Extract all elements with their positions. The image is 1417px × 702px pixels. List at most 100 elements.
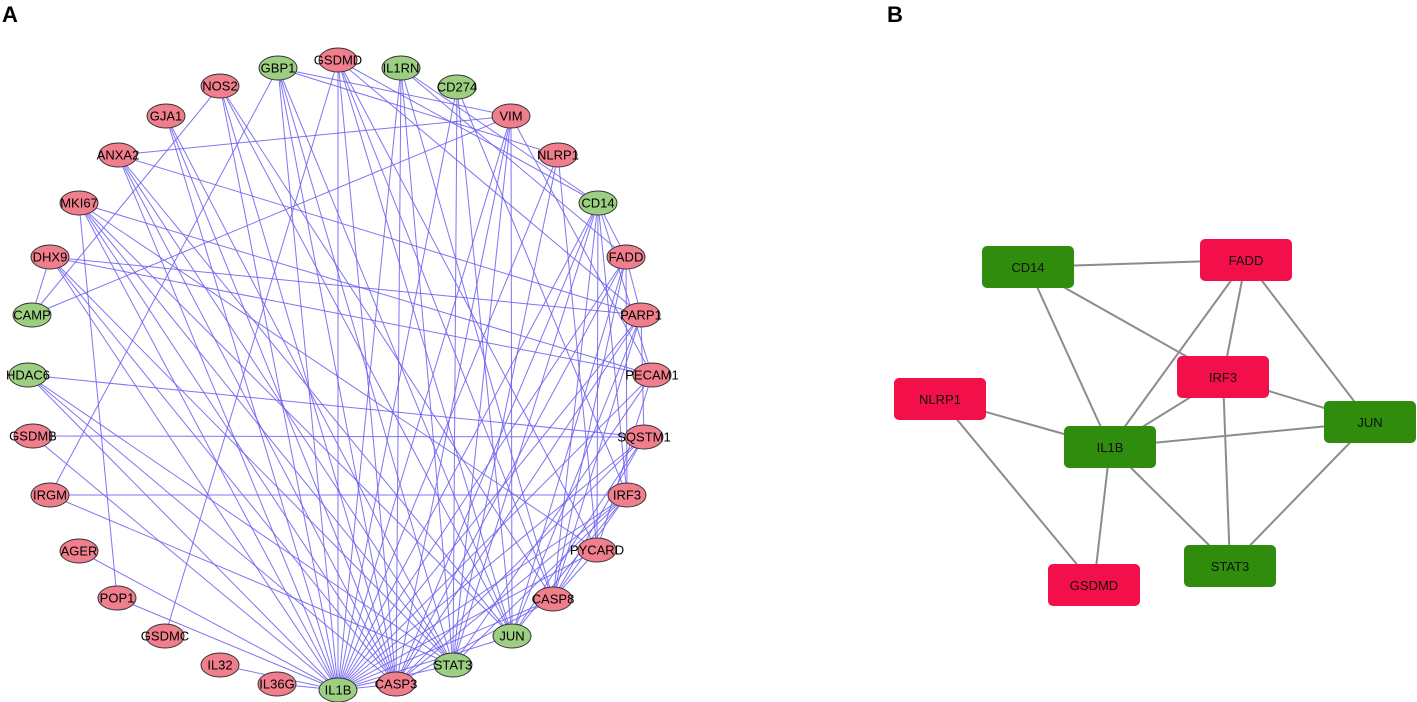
node-il32-label: IL32 (207, 658, 232, 673)
edge-vim-anxa2 (117, 115, 512, 156)
node-il36g: IL36G (257, 671, 297, 697)
node-gbp1-shape (258, 55, 298, 81)
edge-nlrp1-gbp1 (277, 67, 559, 156)
node-il1b-label: IL1B (325, 683, 352, 698)
node-cd14-label: CD14 (1011, 260, 1044, 275)
node-fadd-label: FADD (609, 250, 644, 265)
node-pycard-label: PYCARD (570, 543, 624, 558)
edge-jun-irf3 (511, 494, 628, 637)
edge-il1b-gsdmd (1093, 446, 1111, 586)
node-jun-label: JUN (499, 629, 524, 644)
node-il36g-label: IL36G (259, 677, 294, 692)
node-pop1-shape (97, 585, 137, 611)
edge-casp3-il1rn (395, 67, 402, 685)
panel-a-network: GBP1GSDMDIL1RNCD274VIMNLRP1CD14FADDPARP1… (6, 47, 679, 702)
node-hdac6-shape (8, 362, 48, 388)
node-anxa2-shape (98, 142, 138, 168)
edge-jun-stat3 (1229, 421, 1371, 567)
node-gsdmc: GSDMC (141, 623, 189, 649)
node-fadd-shape (1200, 239, 1292, 281)
node-stat3-shape (1184, 545, 1276, 587)
node-mki67: MKI67 (59, 190, 99, 216)
panel-a-nodes: GBP1GSDMDIL1RNCD274VIMNLRP1CD14FADDPARP1… (6, 47, 679, 702)
node-gsdmb: GSDMB (9, 423, 57, 449)
node-il1b-label: IL1B (1097, 440, 1124, 455)
edge-stat3-gja1 (165, 115, 454, 666)
node-stat3-label: STAT3 (434, 658, 473, 673)
edge-cd14-gsdmd (337, 59, 599, 204)
node-nlrp1: NLRP1 (894, 378, 986, 420)
edge-stat3-cd14 (452, 202, 599, 666)
node-irgm-shape (30, 482, 70, 508)
node-irf3: IRF3 (1177, 356, 1269, 398)
node-il36g-shape (257, 671, 297, 697)
node-gsdmd-shape (318, 47, 358, 73)
edge-nos2-camp (31, 85, 221, 316)
node-ager-shape (59, 538, 99, 564)
node-dhx9-label: DHX9 (33, 250, 68, 265)
edge-jun-mki67 (78, 202, 513, 637)
edge-stat3-nlrp1 (452, 154, 559, 666)
node-casp3-shape (376, 671, 416, 697)
edge-gbp1-irgm (49, 67, 279, 496)
node-irgm-label: IRGM (33, 488, 67, 503)
edge-il1b-nos2 (219, 85, 339, 691)
edge-vim-gbp1 (277, 67, 512, 117)
edge-casp3-hdac6 (27, 374, 397, 685)
node-fadd-label: FADD (1229, 253, 1264, 268)
edge-stat3-il1rn (400, 67, 454, 666)
node-mki67-label: MKI67 (60, 196, 98, 211)
edge-jun-nos2 (219, 85, 513, 637)
edge-il1b-dhx9 (49, 256, 339, 691)
node-irf3-label: IRF3 (1209, 370, 1237, 385)
node-pop1-label: POP1 (100, 591, 135, 606)
node-hdac6-label: HDAC6 (6, 368, 50, 383)
edge-cd14-il1b (1027, 266, 1111, 448)
edge-cd14-il1rn (400, 67, 599, 204)
node-gsdmc-label: GSDMC (141, 629, 189, 644)
node-gja1: GJA1 (146, 103, 186, 129)
node-jun: JUN (1324, 401, 1416, 443)
node-gbp1-label: GBP1 (261, 61, 296, 76)
node-il1b: IL1B (1064, 426, 1156, 468)
edge-parp1-anxa2 (117, 154, 642, 316)
edge-stat3-hdac6 (27, 374, 454, 666)
node-pecam1-label: PECAM1 (625, 368, 678, 383)
node-fadd: FADD (1200, 239, 1292, 281)
node-casp8: CASP8 (532, 586, 575, 612)
node-gja1-label: GJA1 (150, 109, 183, 124)
node-camp-label: CAMP (13, 308, 51, 323)
edge-casp8-fadd (552, 256, 627, 600)
edge-stat3-irf3 (452, 494, 628, 666)
edge-pycard-cd14 (596, 202, 599, 551)
node-parp1-label: PARP1 (620, 308, 662, 323)
node-stat3: STAT3 (433, 652, 473, 678)
node-casp8-label: CASP8 (532, 592, 575, 607)
edge-irf3-cd14 (597, 202, 628, 496)
node-irf3-shape (607, 482, 647, 508)
node-pycard-shape (577, 537, 617, 563)
node-gsdmd-shape (1048, 564, 1140, 606)
node-gsdmc-shape (145, 623, 185, 649)
edge-il1b-gja1 (165, 115, 339, 691)
node-cd274-label: CD274 (437, 80, 477, 95)
node-ager-label: AGER (61, 544, 98, 559)
edge-il1b-ager (78, 550, 339, 691)
node-nos2-label: NOS2 (202, 79, 237, 94)
panel-b-label: B (887, 2, 903, 27)
node-pecam1-shape (632, 362, 672, 388)
edge-stat3-gbp1 (277, 67, 454, 666)
node-mki67-shape (59, 190, 99, 216)
edge-il1b-mki67 (78, 202, 339, 691)
edge-fadd-il1b (1109, 259, 1247, 448)
node-gsdmd-label: GSDMD (314, 53, 362, 68)
edge-vim-camp (31, 115, 512, 316)
edge-il1b-gbp1 (277, 67, 339, 691)
edge-casp3-fadd (395, 256, 627, 685)
edge-stat3-irgm (49, 494, 454, 666)
edge-il1b-vim (337, 115, 512, 691)
node-sqstm1: SQSTM1 (617, 424, 671, 450)
edge-casp8-cd14 (552, 202, 599, 600)
node-camp-shape (12, 302, 52, 328)
